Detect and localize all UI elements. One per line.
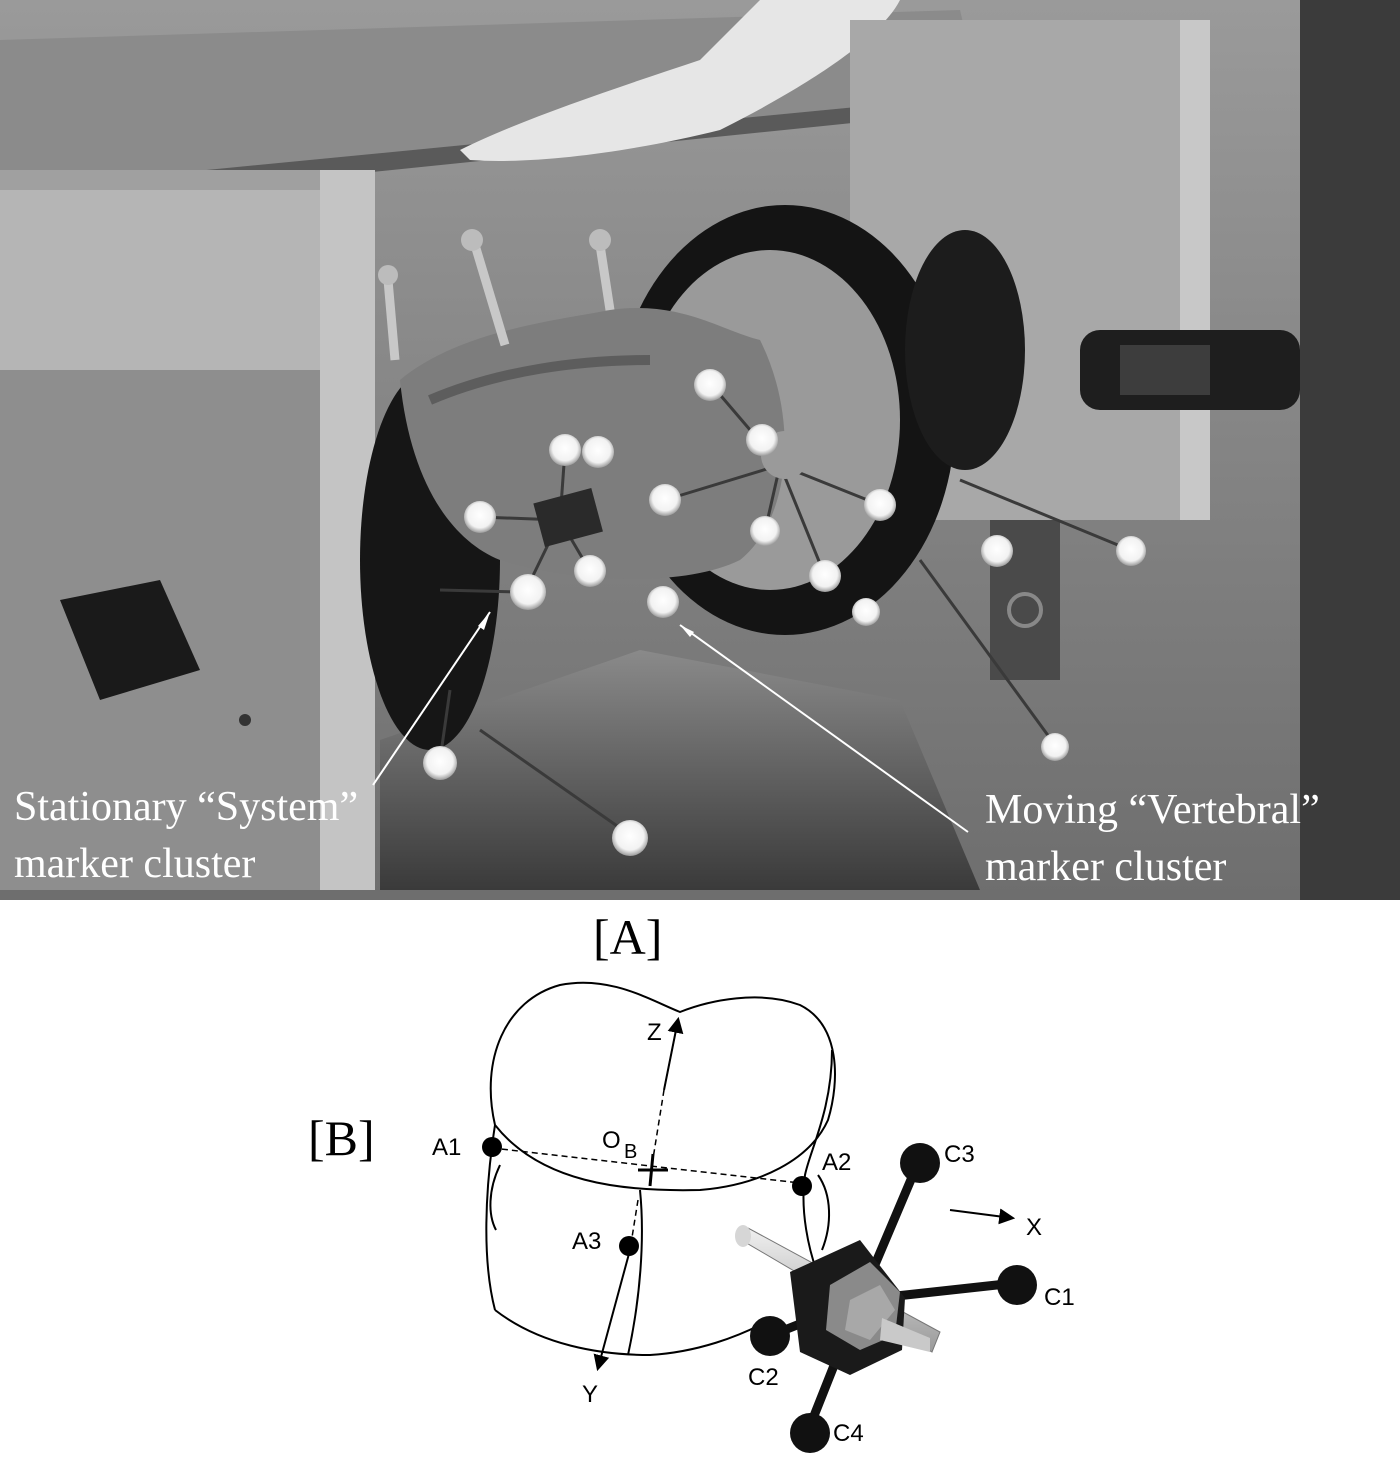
experiment-photo: Stationary “System” marker cluster Movin… — [0, 0, 1400, 900]
cluster-marker-c4-label: C4 — [833, 1420, 864, 1447]
origin-label: O — [602, 1127, 621, 1154]
origin-subscript: B — [624, 1141, 637, 1163]
system-cluster-label-line2: marker cluster — [14, 841, 255, 887]
panel-b-label: [B] — [308, 1110, 375, 1166]
vertebral-cluster-label-line2: marker cluster — [985, 844, 1226, 890]
cluster-marker-c4 — [790, 1413, 830, 1453]
gloved-hand — [460, 0, 900, 161]
landmark-a3-label: A3 — [572, 1228, 601, 1255]
x-axis-arrow — [949, 1208, 1016, 1225]
z-axis-arrow — [663, 1016, 684, 1091]
landmark-a2-label: A2 — [822, 1149, 851, 1176]
y-axis-label: Y — [582, 1381, 598, 1408]
marker-rods — [438, 382, 1131, 837]
cluster-marker-c1-label: C1 — [1044, 1284, 1075, 1311]
z-axis-label: Z — [647, 1019, 662, 1046]
photo-panel: Stationary “System” marker cluster Movin… — [0, 0, 1400, 900]
fixture-slot — [60, 580, 200, 700]
origin-cross — [638, 1153, 668, 1187]
y-axis-arrow — [593, 1249, 631, 1372]
reflective-markers — [423, 369, 1146, 856]
panel-a-label: [A] — [593, 909, 662, 965]
x-axis-label: X — [1026, 1214, 1042, 1241]
system-cluster-label-line1: Stationary “System” — [14, 784, 358, 830]
a1-a2-line — [491, 1147, 801, 1184]
landmark-a1 — [482, 1137, 502, 1157]
landmark-a1-label: A1 — [432, 1134, 461, 1161]
marker-cluster-rigid-body — [735, 1143, 1037, 1453]
landmark-a2 — [792, 1176, 812, 1196]
vertebral-pointer-line — [679, 624, 969, 833]
diagram-panel: [A] [B] O B Z X Y A1 A2 A3 — [0, 900, 1400, 1467]
cluster-marker-c2 — [750, 1316, 790, 1356]
cluster-marker-c3-label: C3 — [944, 1141, 975, 1168]
right-edge-shadow — [1300, 0, 1400, 900]
cluster-marker-c3 — [900, 1143, 940, 1183]
cluster-marker-c2-label: C2 — [748, 1364, 779, 1391]
pedicle-screws — [383, 243, 615, 361]
cluster-marker-c1 — [997, 1265, 1037, 1305]
z-axis-dashed — [651, 1089, 665, 1166]
system-cluster-hub — [533, 487, 603, 547]
landmark-a3 — [619, 1236, 639, 1256]
cloth-base — [380, 650, 980, 890]
vertebral-cluster-label-line1: Moving “Vertebral” — [985, 787, 1320, 833]
system-pointer-line — [372, 611, 491, 786]
vertebra-diagram: [A] [B] O B Z X Y A1 A2 A3 — [308, 909, 1075, 1453]
